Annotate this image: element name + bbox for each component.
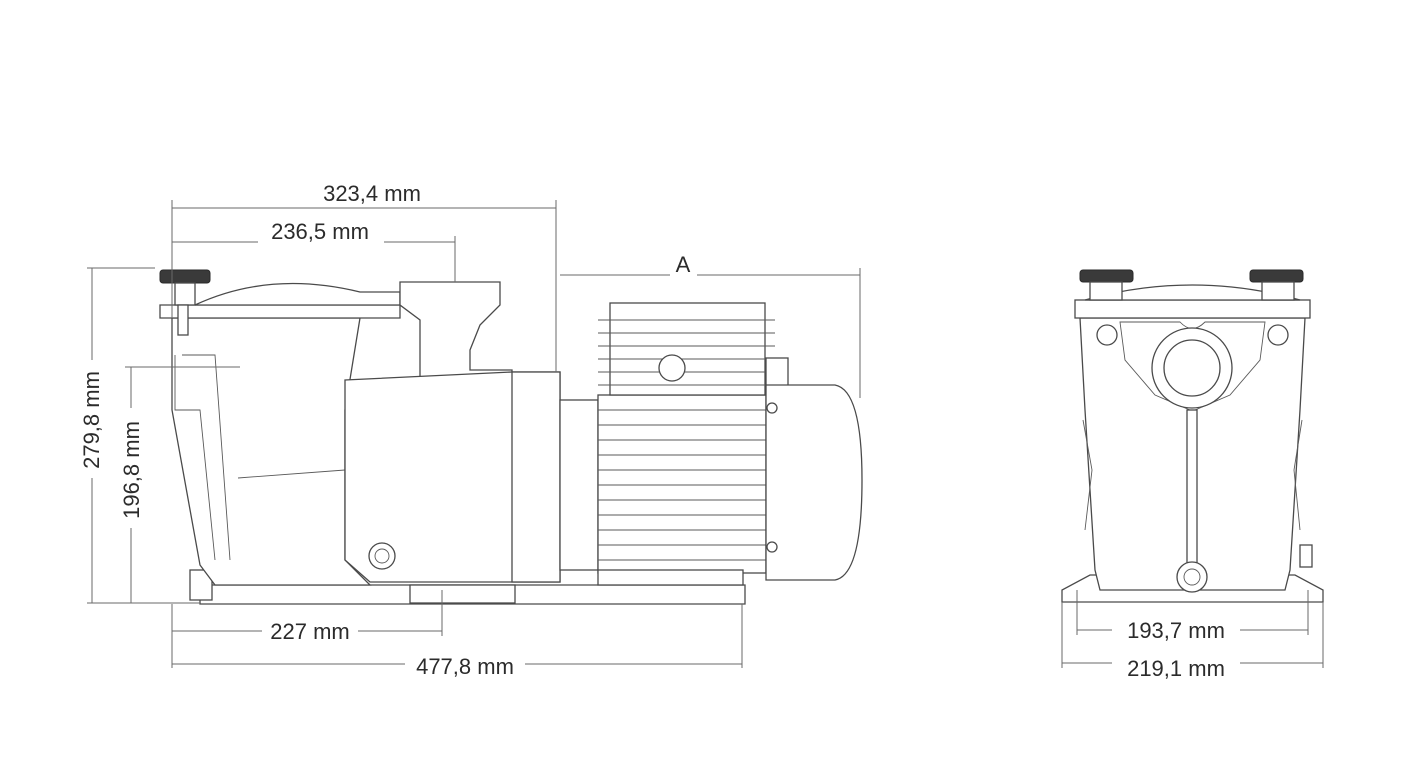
front-top-plate xyxy=(1074,299,1311,319)
volute-flange xyxy=(511,371,561,583)
terminal-box-fins xyxy=(598,319,775,386)
lid-dome xyxy=(194,282,401,306)
cable-gland-icon xyxy=(658,354,686,382)
dim-foot-inner-width: 193,7 mm xyxy=(1127,618,1225,643)
side-center-foot xyxy=(409,584,516,604)
dim-top-width: 323,4 mm xyxy=(323,181,421,206)
front-drain-icon xyxy=(1176,561,1208,593)
strainer-lid xyxy=(159,304,401,319)
fan-cover xyxy=(765,384,863,581)
strainer-window-edge xyxy=(174,355,216,561)
front-bolt-hole-right xyxy=(1267,324,1289,346)
dim-total-length: 477,8 mm xyxy=(416,654,514,679)
front-side-rib-right xyxy=(1293,419,1303,531)
front-inlet-inner xyxy=(1163,339,1221,397)
front-knob-right-icon xyxy=(1249,269,1304,283)
side-dimensions: 279,8 mm 196,8 mm 323,4 mm 236,5 mm A 22… xyxy=(79,181,861,679)
terminal-box xyxy=(609,302,766,396)
front-side-rib-left xyxy=(1082,419,1093,531)
front-knob-right-stem xyxy=(1261,281,1295,301)
dim-total-height: 279,8 mm xyxy=(79,371,104,469)
strainer-window-line xyxy=(182,354,231,561)
front-knob-left-icon xyxy=(1079,269,1134,283)
lid-bolt xyxy=(177,304,189,336)
motor-adapter xyxy=(559,399,599,571)
dim-foot-outer-width: 219,1 mm xyxy=(1127,656,1225,681)
drain-plug-inner xyxy=(374,548,390,564)
front-side-plug xyxy=(1299,544,1313,568)
fan-cover-screw-bottom xyxy=(766,541,778,553)
front-bolt-hole-left xyxy=(1096,324,1118,346)
front-dimensions: 193,7 mm 219,1 mm xyxy=(1061,590,1324,681)
lid-knob-stem xyxy=(174,282,196,306)
dim-lid-width: 236,5 mm xyxy=(271,219,369,244)
dim-foot-offset: 227 mm xyxy=(270,619,349,644)
strainer-rib-lower xyxy=(237,469,346,479)
dim-outlet-height: 196,8 mm xyxy=(119,421,144,519)
pump-outlet-neck xyxy=(399,281,513,381)
front-drain-inner xyxy=(1183,568,1201,586)
drain-plug-icon xyxy=(368,542,396,570)
motor-fins xyxy=(598,409,766,561)
side-front-foot xyxy=(189,569,213,601)
lid-knob-icon xyxy=(159,269,211,284)
front-knob-left-stem xyxy=(1089,281,1123,301)
dim-motor-length: A xyxy=(676,252,691,277)
pump-front-view xyxy=(1061,269,1324,603)
side-cable-gland xyxy=(765,357,789,389)
fan-cover-screw-top xyxy=(766,402,778,414)
motor-foot xyxy=(597,569,744,586)
pump-side-view xyxy=(159,269,863,605)
motor-body xyxy=(597,394,767,574)
front-center-rib xyxy=(1186,409,1198,569)
strainer-housing xyxy=(171,317,372,586)
